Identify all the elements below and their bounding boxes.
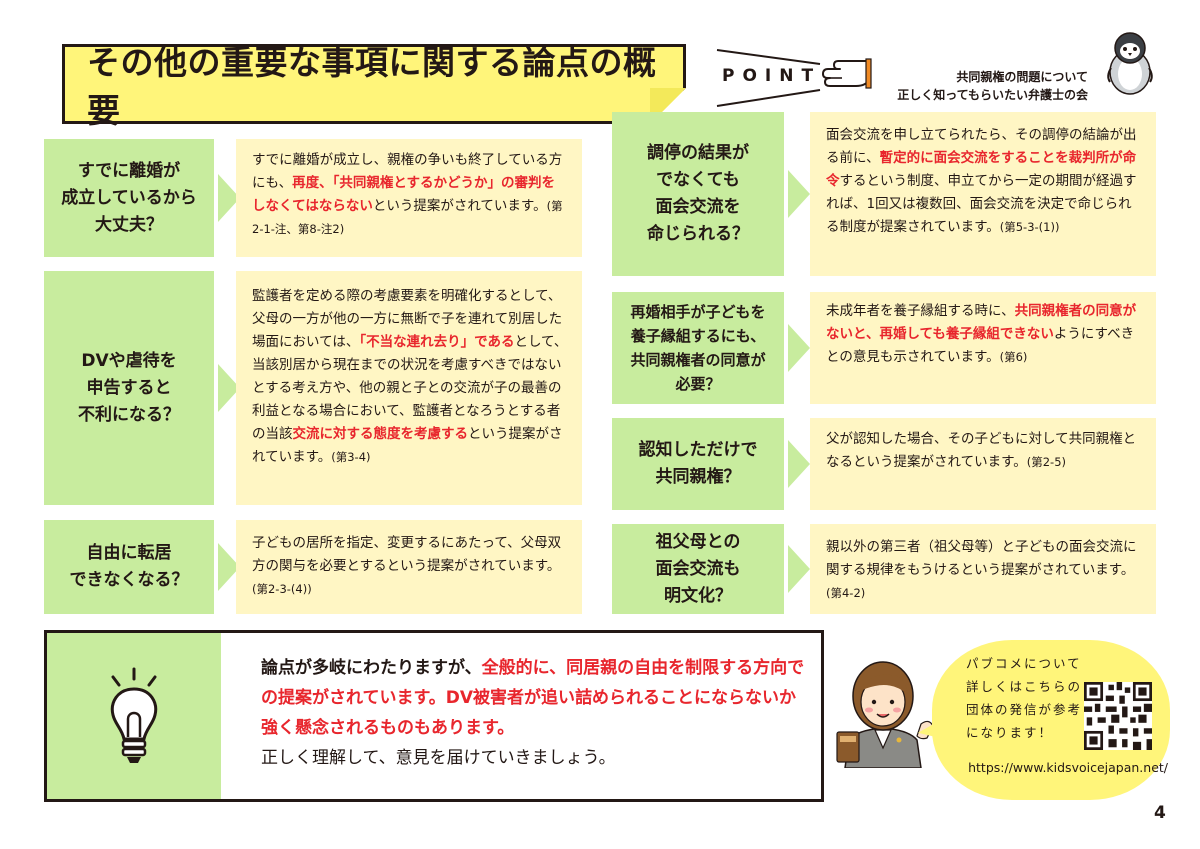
- answer-text: という提案がされています。: [372, 198, 547, 214]
- pointing-hand-icon: [822, 58, 872, 89]
- penguin-mascot-icon: [1107, 32, 1153, 95]
- summary-text: 論点が多岐にわたりますが、全般的に、同居親の自由を制限する方向での提案がされてい…: [261, 653, 811, 773]
- organization-name: 共同親権の問題について 正しく知ってもらいたい弁護士の会: [878, 68, 1088, 104]
- answer-reference: (第5-3-(1)): [999, 220, 1060, 234]
- answer-text: 未成年者を養子縁組する時に、: [826, 303, 1015, 319]
- answer-reference: (第6): [999, 350, 1028, 364]
- question-box-divorced: すでに離婚が 成立しているから 大丈夫？: [44, 139, 214, 257]
- answer-box-adoption: 未成年者を養子縁組する時に、共同親権者の同意がないと、再婚しても養子縁組できない…: [810, 292, 1156, 404]
- summary-box: 論点が多岐にわたりますが、全般的に、同居親の自由を制限する方向での提案がされてい…: [44, 630, 824, 802]
- question-text: 認知しただけで 共同親権？: [638, 440, 758, 487]
- answer-box-acknowledgment: 父が認知した場合、その子どもに対して共同親権となるという提案がされています。(第…: [810, 418, 1156, 510]
- arrow-connector: [788, 324, 810, 372]
- org-name-line2: 正しく知ってもらいたい弁護士の会: [897, 88, 1088, 102]
- bubble-text: パブコメについて詳しくはこちらの団体の発信が参考になります！: [966, 656, 1083, 740]
- answer-text: 父が認知した場合、その子どもに対して共同親権となるという提案がされています。: [826, 431, 1137, 470]
- question-text: 再婚相手が子どもを 養子縁組するにも、 共同親権者の同意が 必要？: [630, 303, 766, 393]
- question-box-visitation-order: 調停の結果が でなくても 面会交流を 命じられる？: [612, 112, 784, 276]
- answer-highlight: 共同親権者の同意がないと、再婚しても養子縁組できない: [826, 303, 1137, 342]
- question-text: 祖父母との 面会交流も 明文化？: [655, 531, 741, 606]
- page-title: その他の重要な事項に関する論点の概要: [87, 43, 657, 130]
- answer-text: ようにすべきとの意見も示されています。: [826, 326, 1135, 365]
- answer-highlight: 「不当な連れ去り」である: [359, 334, 515, 350]
- question-text: すでに離婚が 成立しているから 大丈夫？: [61, 160, 197, 235]
- arrow-connector: [788, 170, 810, 218]
- question-box-relocation: 自由に転居 できなくなる？: [44, 520, 214, 614]
- lightbulb-icon: [110, 667, 158, 763]
- answer-text: という提案がされています。: [252, 426, 563, 465]
- answer-reference: (第3-4): [331, 450, 371, 464]
- answer-highlight: 交流に対する態度を考慮する: [292, 426, 469, 442]
- page-title-box: その他の重要な事項に関する論点の概要: [62, 43, 686, 130]
- question-box-adoption: 再婚相手が子どもを 養子縁組するにも、 共同親権者の同意が 必要？: [612, 292, 784, 404]
- website-url[interactable]: https://www.kidsvoicejapan.net/: [968, 760, 1168, 775]
- summary-lead: 論点が多岐にわたりますが、: [261, 658, 482, 678]
- summary-highlight: 全般的に、同居親の自由を制限する方向での提案がされています。DV被害者が追い詰め…: [261, 658, 805, 738]
- question-text: DVや虐待を 申告すると 不利になる？: [78, 350, 180, 425]
- answer-box-divorced: すでに離婚が成立し、親権の争いも終了している方にも、再度、「共同親権とするかどう…: [236, 139, 582, 257]
- question-box-grandparents: 祖父母との 面会交流も 明文化？: [612, 524, 784, 614]
- summary-icon-panel: [47, 633, 221, 799]
- question-box-acknowledgment: 認知しただけで 共同親権？: [612, 418, 784, 510]
- answer-reference: (第2-5): [1026, 455, 1067, 469]
- point-lines-decoration: [716, 49, 821, 107]
- arrow-connector: [788, 440, 810, 488]
- answer-text: 親以外の第三者（祖父母等）と子どもの面会交流に関する規律をもうけるという提案がさ…: [826, 539, 1137, 578]
- answer-text: 面会交流を申し立てられたら、その調停の結論が出る前に、: [826, 127, 1137, 166]
- question-text: 調停の結果が でなくても 面会交流を 命じられる？: [647, 143, 749, 244]
- answer-text: するという制度、申立てから一定の期間が経過すれば、1回又は複数回、面会交流を決定…: [826, 173, 1137, 235]
- answer-text: として、当該別居から現在までの状況を考慮すべきではないとする考え方や、他の親と子…: [252, 334, 568, 442]
- answer-text: すでに離婚が成立し、親権の争いも終了している方にも、: [252, 152, 563, 191]
- answer-highlight: 暫定的に面会交流をすることを裁判所が命令: [826, 150, 1137, 189]
- point-label: POINT: [722, 66, 822, 86]
- question-text: 自由に転居 できなくなる？: [69, 543, 189, 590]
- answer-box-relocation: 子どもの居所を指定、変更するにあたって、父母双方の関与を必要とするという提案がさ…: [236, 520, 582, 614]
- summary-closing: 正しく理解して、意見を届けていきましょう。: [261, 748, 616, 768]
- lawyer-woman-illustration: [836, 661, 934, 768]
- answer-reference: (第2-1-注、第8-注2): [252, 199, 563, 236]
- answer-reference: (第2-3-(4)): [252, 582, 312, 596]
- answer-box-dv: 監護者を定める際の考慮要素を明確化するとして、父母の一方が他の一方に無断で子を連…: [236, 271, 582, 505]
- answer-box-grandparents: 親以外の第三者（祖父母等）と子どもの面会交流に関する規律をもうけるという提案がさ…: [810, 524, 1156, 614]
- answer-text: 監護者を定める際の考慮要素を明確化するとして、父母の一方が他の一方に無断で子を連…: [252, 288, 563, 350]
- answer-reference: (第4-2): [826, 586, 866, 600]
- answer-highlight: 再度、「共同親権とするかどうか」の審判をしなくてはならない: [252, 175, 555, 214]
- answer-box-visitation-order: 面会交流を申し立てられたら、その調停の結論が出る前に、暫定的に面会交流をすること…: [810, 112, 1156, 276]
- question-box-dv: DVや虐待を 申告すると 不利になる？: [44, 271, 214, 505]
- arrow-connector: [788, 545, 810, 593]
- page-number: 4: [1154, 803, 1166, 823]
- qr-code-icon[interactable]: [1084, 682, 1152, 750]
- answer-text: 子どもの居所を指定、変更するにあたって、父母双方の関与を必要とするという提案がさ…: [252, 535, 562, 574]
- org-name-line1: 共同親権の問題について: [956, 70, 1088, 84]
